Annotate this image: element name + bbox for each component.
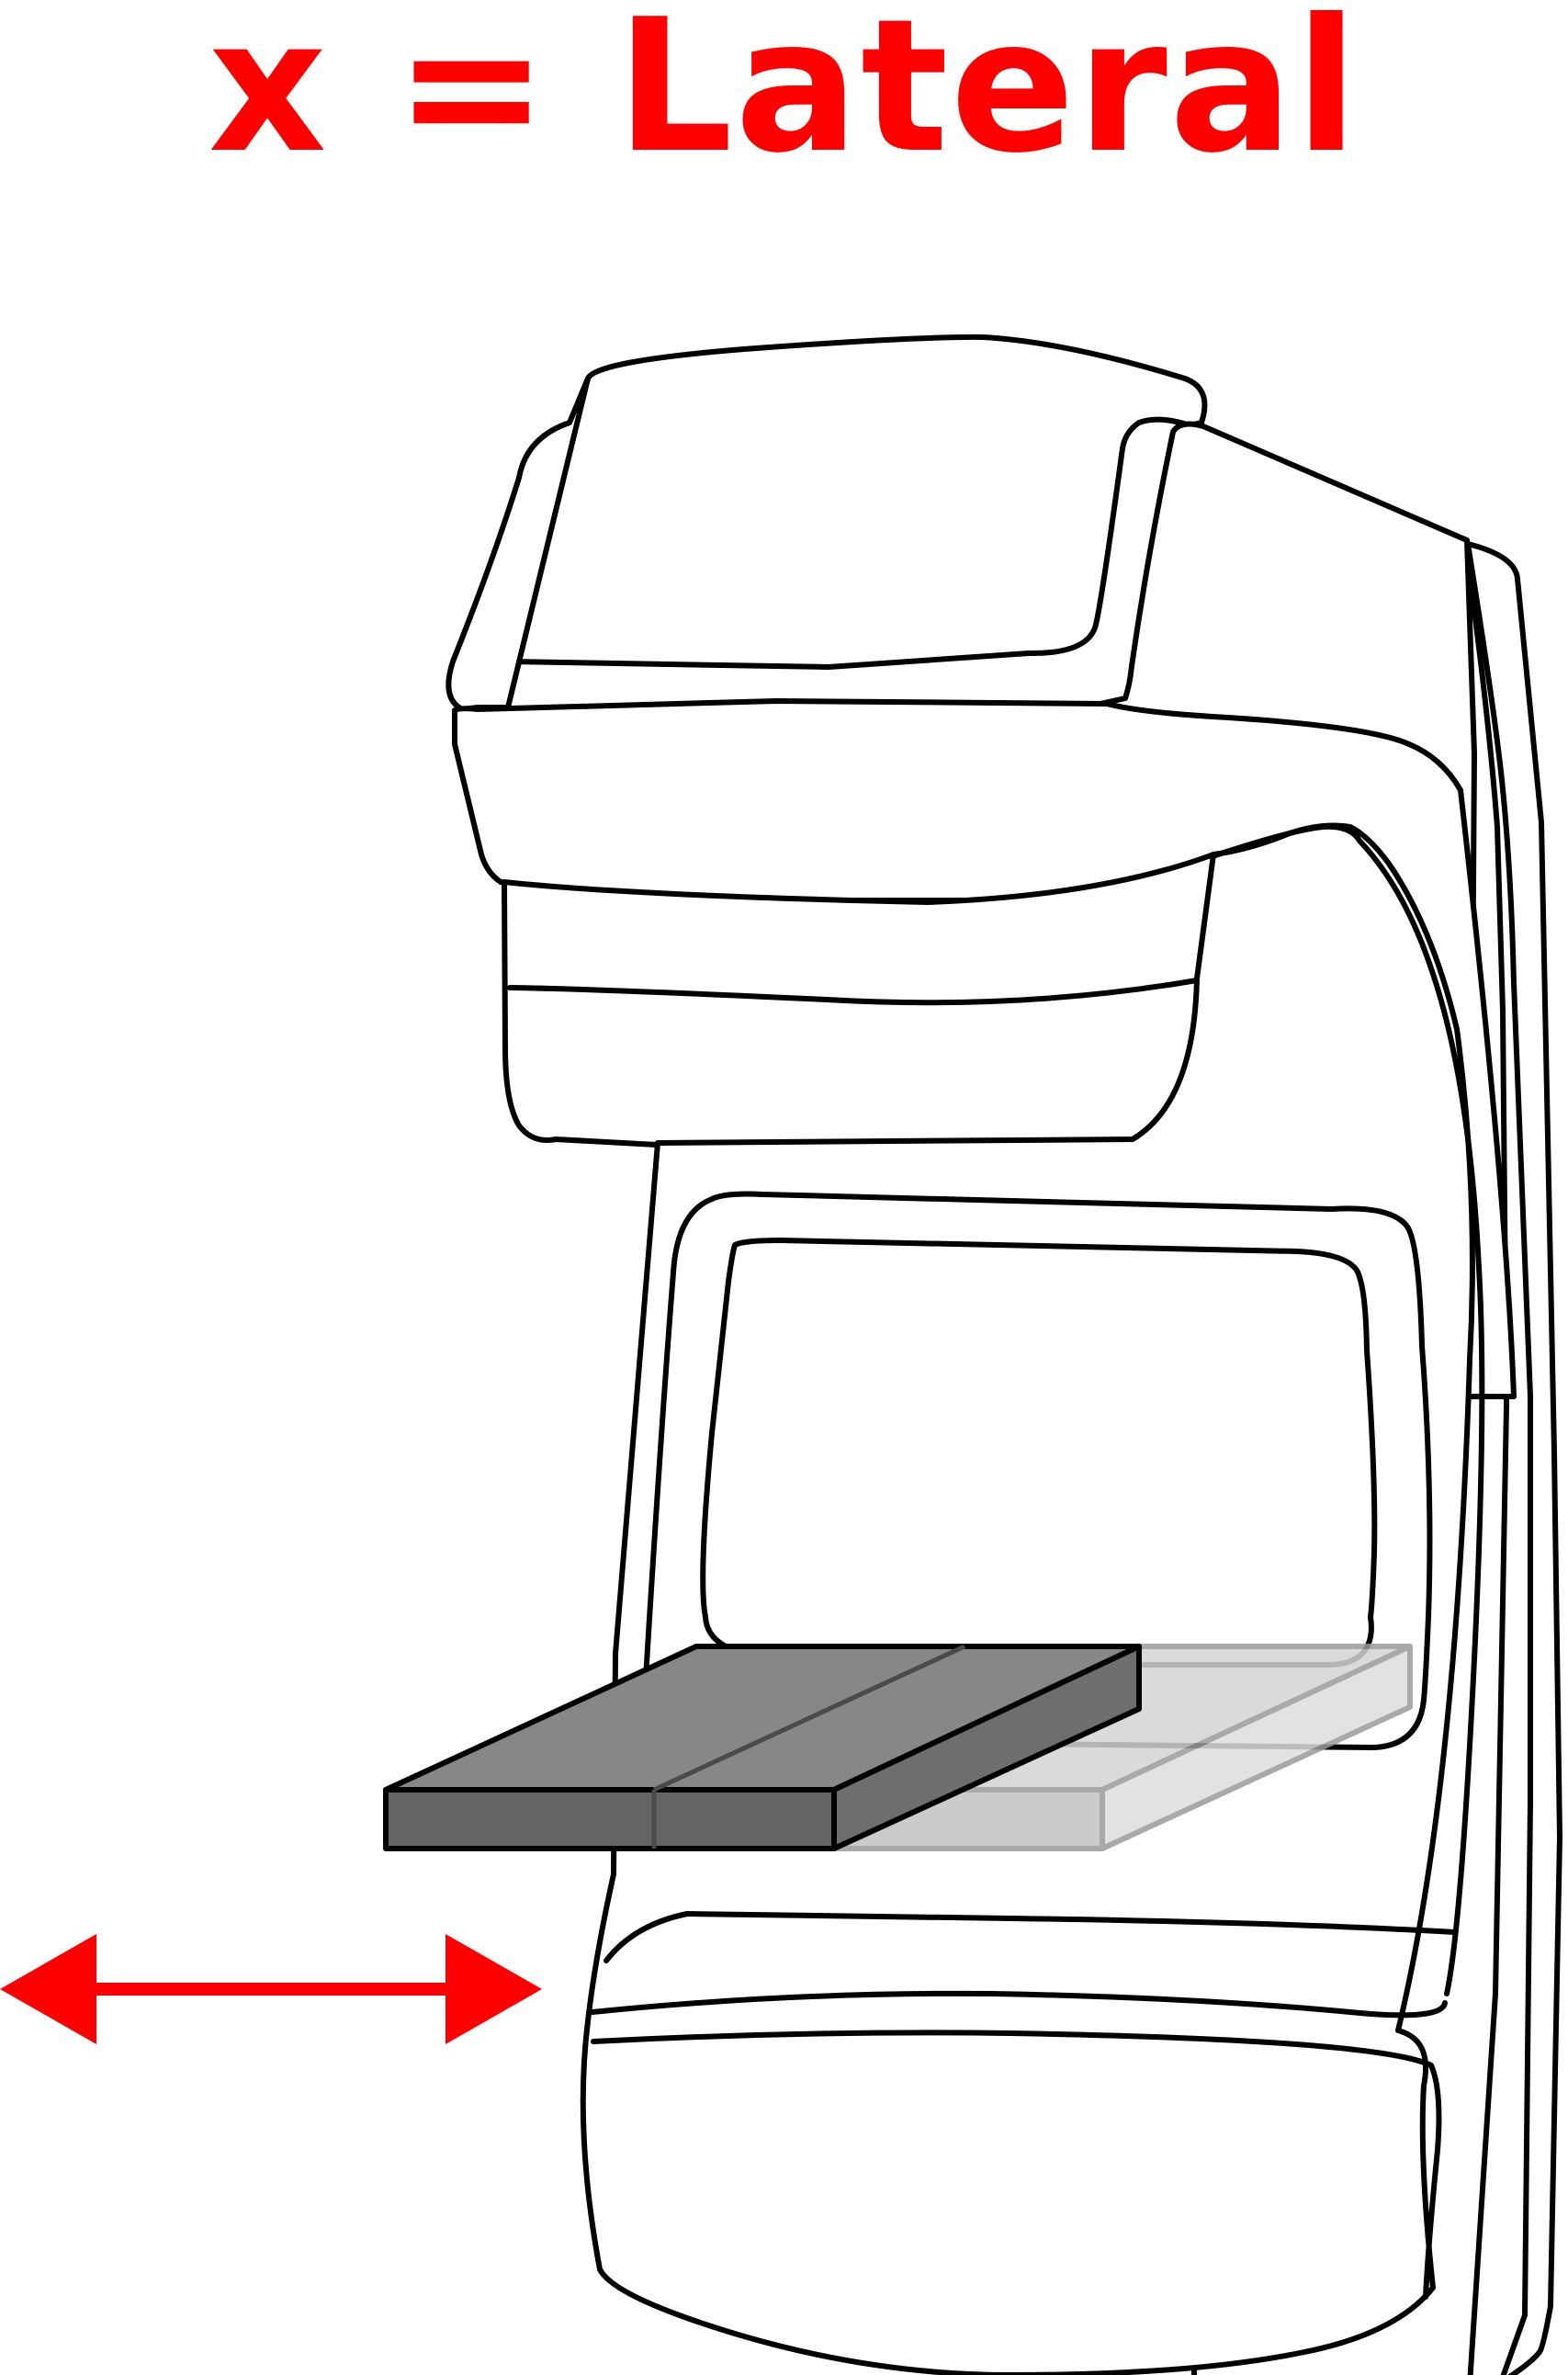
arrow-shaft [87,1983,455,1996]
arrow-head-left [0,1934,96,2044]
paddle-front [386,1790,834,1849]
double-headed-arrow-icon [0,1934,542,2044]
arrow-head-right [446,1934,542,2044]
tube-head [492,337,1204,667]
mammography-machine-icon [448,337,1560,2375]
detector-window-panel [703,1240,1374,1665]
